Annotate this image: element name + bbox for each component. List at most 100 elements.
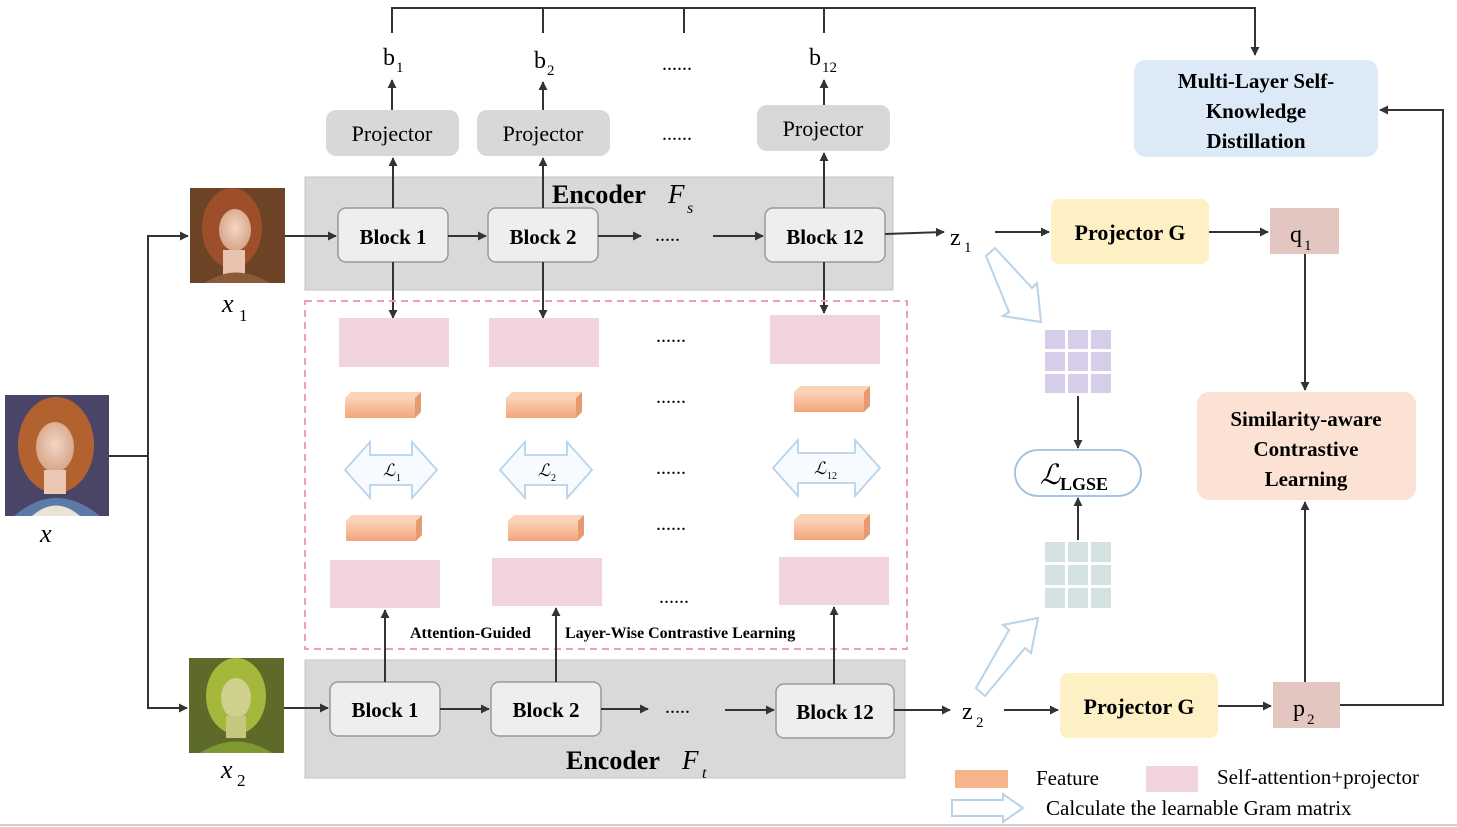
svg-text:12: 12 [822,60,837,76]
portrait-x1 [190,188,285,283]
svg-text:12: 12 [827,471,837,482]
svg-text:Encoder: Encoder [552,180,646,209]
svg-text:Projector G: Projector G [1084,694,1195,719]
b-ellipsis: ...... [662,53,692,75]
svg-text:b: b [809,45,821,71]
svg-text:Projector G: Projector G [1075,220,1186,245]
svg-text:F: F [667,179,685,209]
svg-text:Block 12: Block 12 [796,700,874,724]
projector-top-12: Projector [757,105,890,151]
legend-gram-label: Calculate the learnable Gram matrix [1046,796,1352,820]
svg-text:z: z [950,225,961,251]
attention-guided-region [304,300,908,650]
projector-to-b-arrows [387,79,829,110]
svg-text:Distillation: Distillation [1206,129,1305,153]
svg-text:LGSE: LGSE [1060,474,1108,494]
svg-text:Block 1: Block 1 [351,698,418,722]
encoder-s-block-2: Block 2 [487,207,599,263]
projector-top-2: Projector [477,110,610,156]
svg-text:z: z [962,699,973,725]
svg-text:2: 2 [237,771,246,790]
input-x-label: x [39,519,52,548]
attention-guided-label: Attention-Guided Layer-Wise Contrastive … [410,625,795,642]
layer-loss-ellipsis: ...... [656,457,686,479]
encoder-t-block-12: Block 12 [775,683,895,739]
legend: Feature Self-attention+projector Calcula… [951,765,1419,824]
svg-text:ℒ: ℒ [383,461,396,480]
encoder-t-block-2: Block 2 [490,681,602,737]
feature-t-2 [508,515,584,541]
self-attention-t-2 [492,558,602,606]
svg-text:Knowledge: Knowledge [1206,99,1306,123]
legend-self-attention-swatch [1146,766,1198,792]
feature-t-12 [794,514,870,540]
encoder-t-arrows [380,606,951,715]
svg-text:ℒ: ℒ [1040,460,1061,491]
svg-text:t: t [702,765,707,782]
svg-text:s: s [687,200,693,217]
projector-top-1: Projector [326,110,459,156]
encoder-s-block-12: Block 12 [764,207,886,263]
svg-text:Encoder: Encoder [566,746,660,775]
self-attention-s-ellipsis: ...... [656,325,686,347]
svg-text:b: b [383,45,395,71]
b-output-1: b 1 [383,45,404,76]
svg-text:Similarity-aware: Similarity-aware [1230,407,1381,431]
layer-loss-arrow-1: ℒ 1 [343,439,439,501]
svg-text:Projector: Projector [783,116,864,141]
top-connector-lines [391,7,1260,56]
svg-text:2: 2 [551,473,556,484]
svg-text:Layer-Wise Contrastive Learnin: Layer-Wise Contrastive Learning [565,625,795,642]
feature-s-12 [794,386,870,412]
svg-text:Block 2: Block 2 [509,225,576,249]
self-attention-t-1 [330,560,440,608]
svg-text:Contrastive: Contrastive [1254,437,1359,461]
svg-text:1: 1 [1304,238,1312,254]
encoder-t-ellipsis: ..... [665,696,690,718]
svg-text:Block 12: Block 12 [786,225,864,249]
svg-text:Multi-Layer Self-: Multi-Layer Self- [1178,69,1335,93]
self-attention-s-12 [770,315,880,364]
svg-text:Block 2: Block 2 [512,698,579,722]
feature-s-2 [506,392,582,418]
legend-gram-arrow [951,792,1025,824]
encoder-s-block-1: Block 1 [337,207,449,263]
b-output-12: b 12 [809,45,837,76]
svg-text:2: 2 [976,715,984,731]
svg-text:Projector: Projector [352,121,433,146]
q1-box: q 1 [1270,208,1339,254]
sacl-box: Similarity-aware Contrastive Learning [1197,392,1416,500]
gram-grid-bottom [1045,542,1111,608]
feature-t-1 [346,515,422,541]
svg-text:Learning: Learning [1265,467,1348,491]
svg-text:Attention-Guided: Attention-Guided [410,625,531,642]
encoder-t-title: Encoder F t [566,745,707,782]
svg-text:ℒ: ℒ [538,461,551,480]
self-attention-s-2 [489,318,599,367]
svg-text:x: x [220,755,233,784]
right-side-arrows [995,105,1444,715]
svg-text:1: 1 [964,240,972,256]
p2-box: p 2 [1273,682,1340,728]
svg-text:b: b [534,48,546,74]
self-attention-s-1 [339,318,449,367]
lgse-loss: ℒ LGSE [1014,449,1142,497]
encoder-s-ellipsis: ..... [655,224,680,246]
z2-label: z 2 [962,699,984,731]
svg-text:p: p [1293,696,1305,722]
portrait-x [5,395,109,516]
feature-s-1 [345,392,421,418]
b-output-2: b 2 [534,48,555,79]
encoder-t-block-1: Block 1 [329,681,441,737]
portrait-x2 [189,658,284,753]
self-attention-t-12 [779,557,889,605]
svg-text:x: x [221,289,234,318]
svg-text:Projector: Projector [503,121,584,146]
legend-self-attention-label: Self-attention+projector [1217,765,1419,789]
svg-text:2: 2 [1307,712,1315,728]
svg-text:1: 1 [396,473,401,484]
svg-text:2: 2 [547,63,555,79]
legend-feature-label: Feature [1036,766,1099,790]
projector-ellipsis: ...... [662,123,692,145]
